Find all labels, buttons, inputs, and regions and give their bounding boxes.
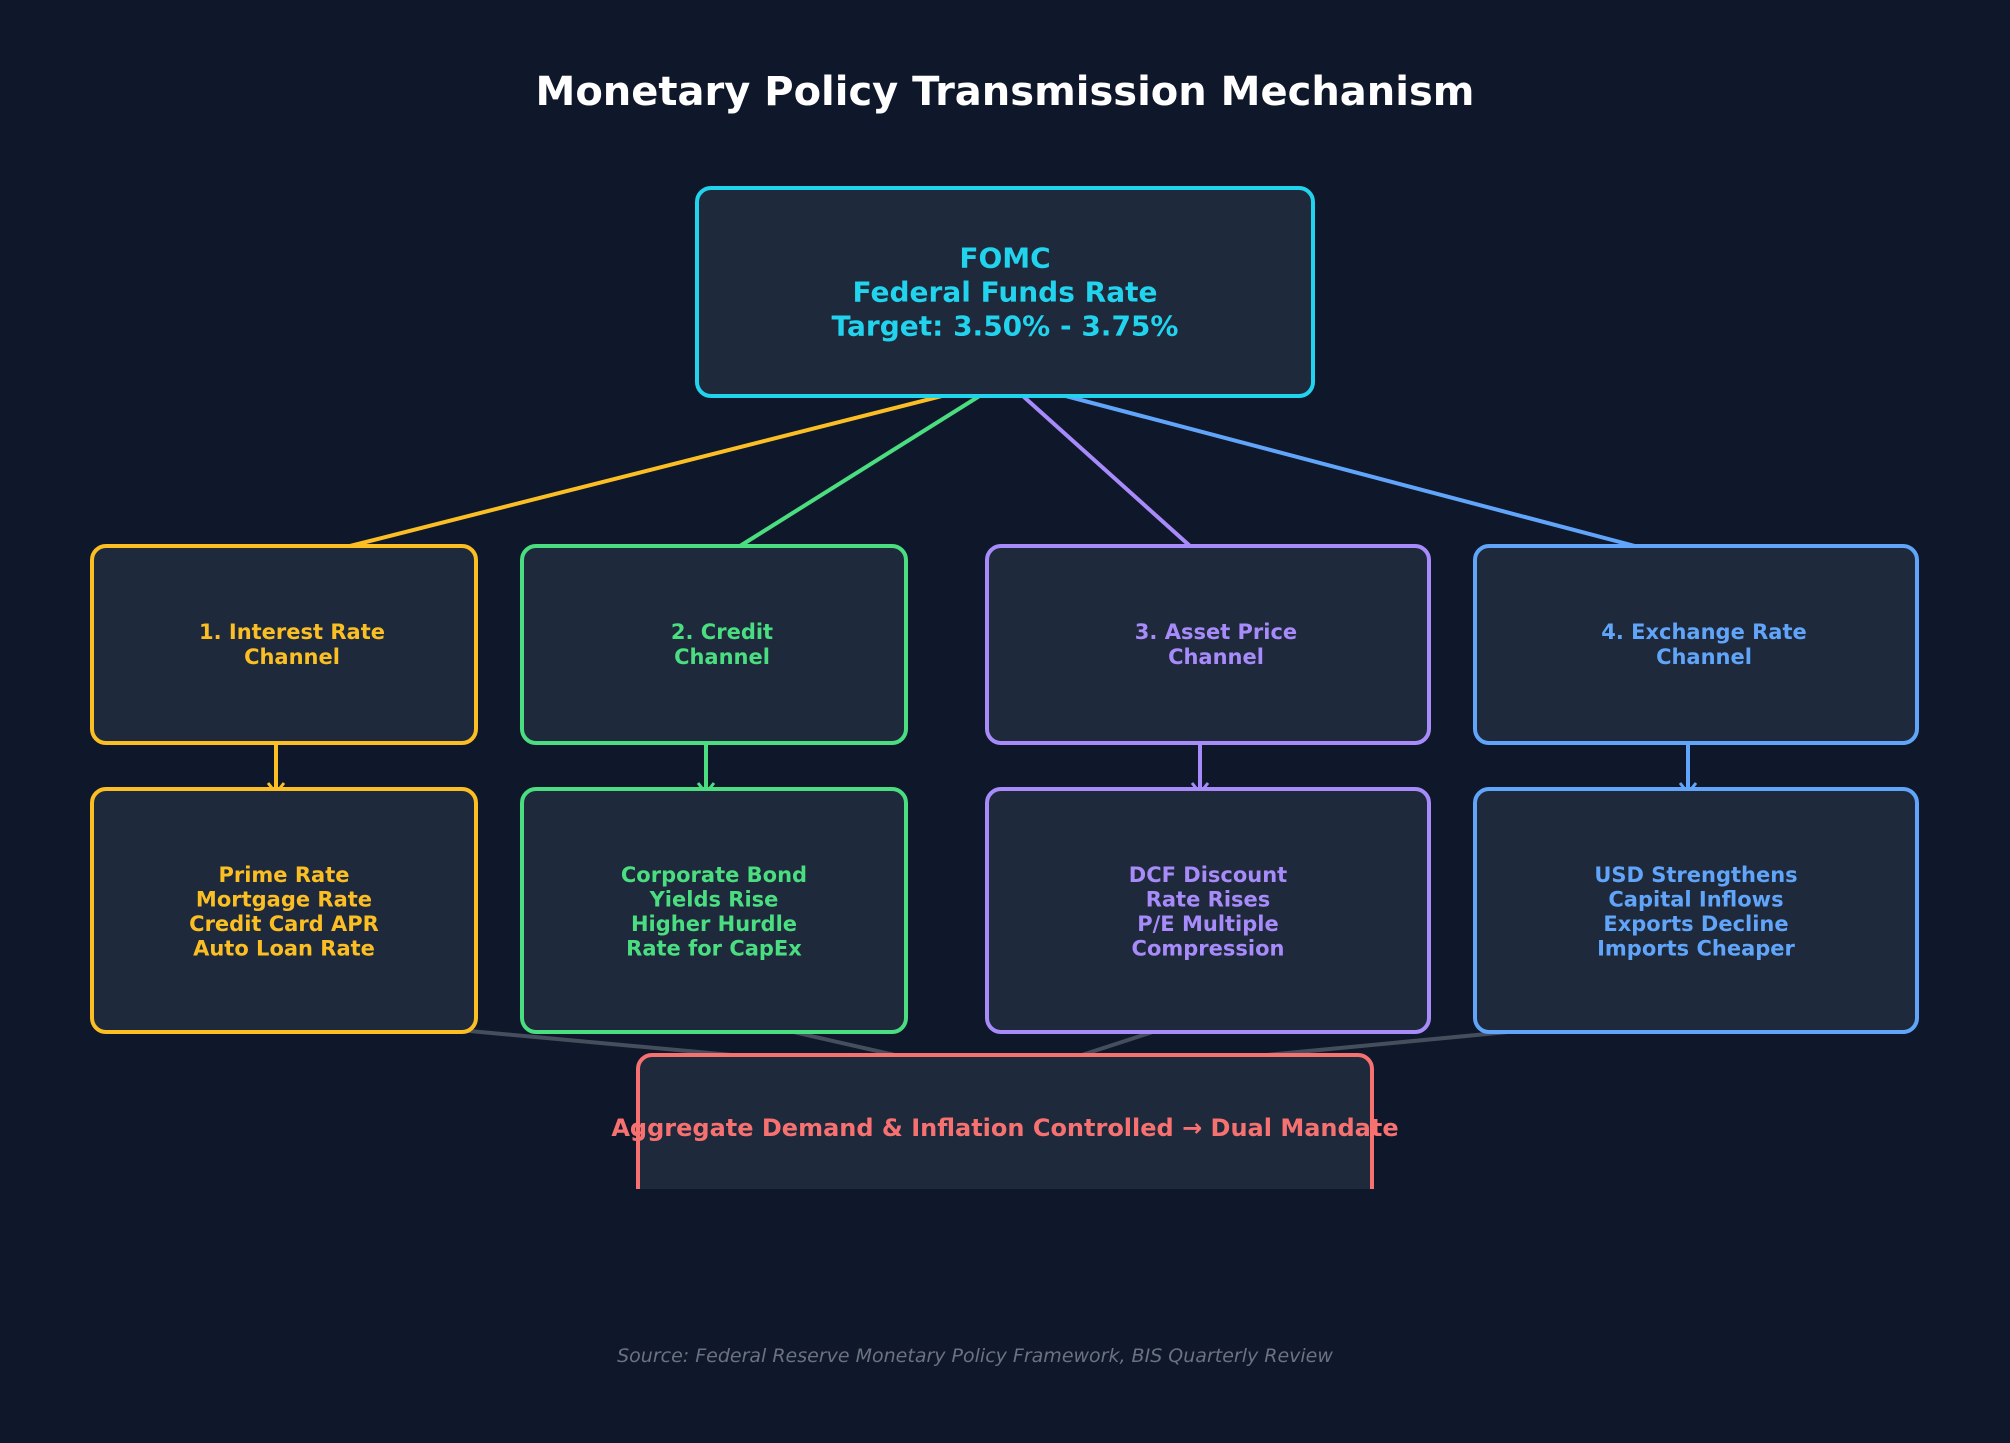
- outcome-box-mask: [634, 1189, 1376, 1249]
- effect-text-4-line-2: Capital Inflows: [1608, 887, 1783, 911]
- channel-box-3: [985, 544, 1431, 745]
- effect-box-3: [985, 787, 1431, 1034]
- connector-root-to-channel-3: [1003, 378, 1192, 548]
- channel-label-2-line-1: 2. Credit: [671, 620, 773, 644]
- channel-box-2: [520, 544, 908, 745]
- fomc-box: [695, 186, 1315, 398]
- connector-root-to-channel-4: [1003, 378, 1637, 548]
- fomc-text-line-1: FOMC: [959, 242, 1050, 275]
- effect-text-4-line-4: Imports Cheaper: [1597, 936, 1795, 960]
- effect-text-1-line-4: Auto Loan Rate: [193, 936, 375, 960]
- channel-label-1-line-2: Channel: [244, 645, 340, 669]
- boxes: [90, 186, 1919, 1249]
- channel-label-3-line-2: Channel: [1168, 645, 1264, 669]
- effect-box-1: [90, 787, 478, 1034]
- effect-text-2-line-3: Higher Hurdle: [631, 912, 797, 936]
- channel-label-4-line-1: 4. Exchange Rate: [1601, 620, 1807, 644]
- outcome-text: Aggregate Demand & Inflation Controlled …: [611, 1114, 1398, 1142]
- connector-root-to-channel-2: [738, 378, 1007, 548]
- channel-label-3-line-1: 3. Asset Price: [1135, 620, 1297, 644]
- channel-box-4: [1473, 544, 1919, 745]
- channel-label-4-line-2: Channel: [1656, 645, 1752, 669]
- effect-text-4-line-1: USD Strengthens: [1594, 863, 1797, 887]
- effect-text-1-line-1: Prime Rate: [218, 863, 349, 887]
- connector-root-to-channel-1: [348, 378, 1007, 548]
- effect-text-2-line-2: Yields Rise: [649, 887, 779, 911]
- effect-text-3-line-3: P/E Multiple: [1137, 912, 1278, 936]
- fomc-text-line-3: Target: 3.50% - 3.75%: [832, 310, 1179, 343]
- effect-text-1-line-2: Mortgage Rate: [196, 887, 372, 911]
- effect-box-2: [520, 787, 908, 1034]
- effect-text-2-line-1: Corporate Bond: [621, 863, 807, 887]
- effect-text-3-line-1: DCF Discount: [1129, 863, 1287, 887]
- channel-label-1-line-1: 1. Interest Rate: [199, 620, 385, 644]
- channel-box-1: [90, 544, 478, 745]
- channel-label-2-line-2: Channel: [674, 645, 770, 669]
- labels: Monetary Policy Transmission MechanismFO…: [189, 69, 1807, 1367]
- fomc-text-line-2: Federal Funds Rate: [853, 276, 1158, 309]
- effect-text-2-line-4: Rate for CapEx: [626, 936, 802, 960]
- page-title: Monetary Policy Transmission Mechanism: [536, 69, 1475, 115]
- effect-text-3-line-4: Compression: [1132, 936, 1285, 960]
- effect-text-1-line-3: Credit Card APR: [189, 912, 379, 936]
- source-note: Source: Federal Reserve Monetary Policy …: [617, 1345, 1333, 1367]
- effect-text-4-line-3: Exports Decline: [1603, 912, 1788, 936]
- effect-text-3-line-2: Rate Rises: [1146, 887, 1271, 911]
- effect-box-4: [1473, 787, 1919, 1034]
